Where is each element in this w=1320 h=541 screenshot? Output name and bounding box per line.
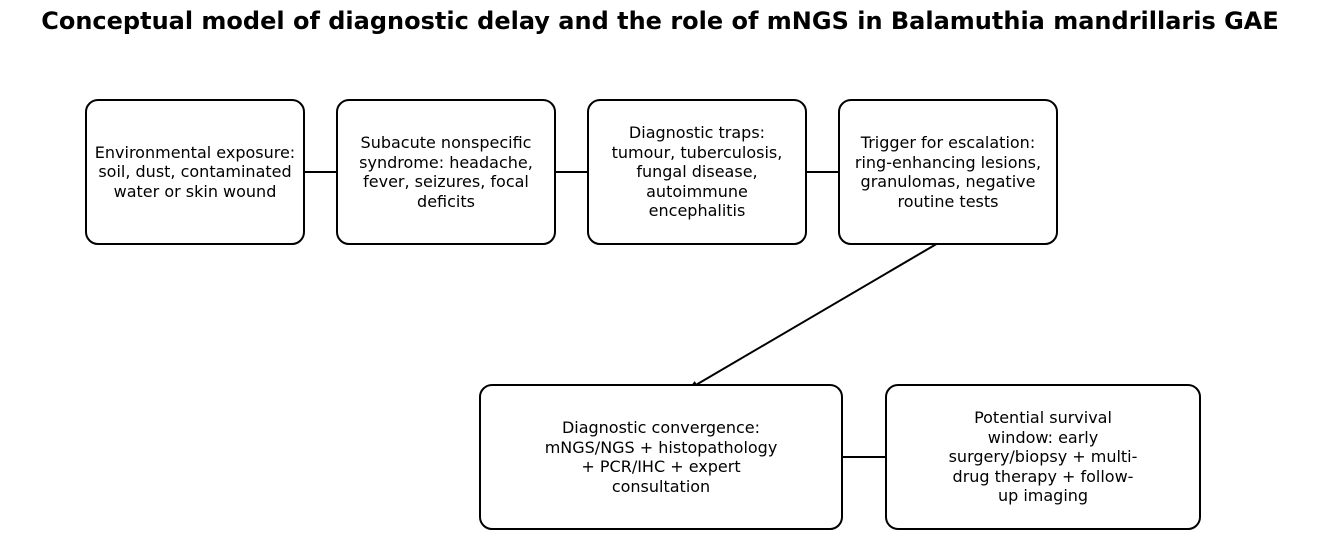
node-label: Subacute nonspecific syndrome: headache,… bbox=[359, 133, 533, 211]
edge-trigger-to-convergence bbox=[688, 238, 946, 390]
node-label: Diagnostic convergence: mNGS/NGS + histo… bbox=[544, 418, 778, 496]
node-subacute-syndrome: Subacute nonspecific syndrome: headache,… bbox=[336, 99, 556, 245]
node-diagnostic-convergence: Diagnostic convergence: mNGS/NGS + histo… bbox=[479, 384, 843, 530]
node-label: Diagnostic traps: tumour, tuberculosis, … bbox=[611, 123, 783, 221]
node-label: Trigger for escalation: ring-enhancing l… bbox=[854, 133, 1042, 211]
node-label: Environmental exposure: soil, dust, cont… bbox=[94, 142, 296, 201]
node-trigger-for-escalation: Trigger for escalation: ring-enhancing l… bbox=[838, 99, 1058, 245]
node-potential-survival-window: Potential survival window: early surgery… bbox=[885, 384, 1201, 530]
node-label: Potential survival window: early surgery… bbox=[948, 408, 1138, 506]
node-environmental-exposure: Environmental exposure: soil, dust, cont… bbox=[85, 99, 305, 245]
node-diagnostic-traps: Diagnostic traps: tumour, tuberculosis, … bbox=[587, 99, 807, 245]
diagram-title: Conceptual model of diagnostic delay and… bbox=[41, 7, 1279, 35]
